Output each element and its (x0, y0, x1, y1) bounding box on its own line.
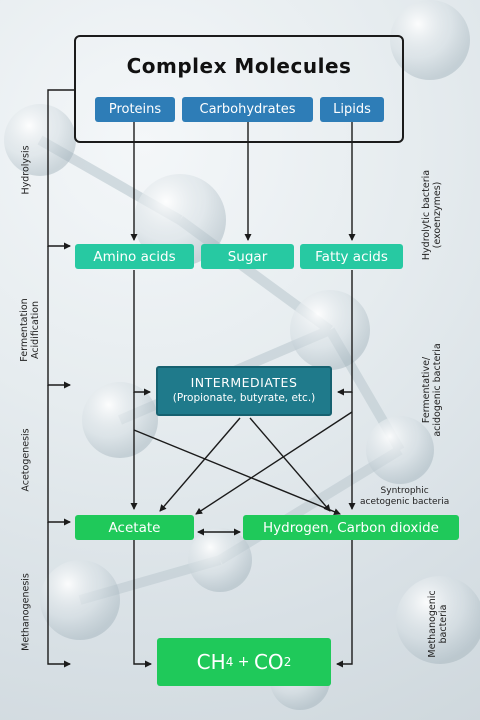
hydrolytic-line2: (exoenzymes) (432, 181, 443, 249)
fermentative-line2: acidogenic bacteria (432, 343, 443, 437)
hydrolytic-line1: Hydrolytic bacteria (421, 169, 432, 261)
sugar-box: Sugar (201, 244, 294, 269)
intermediates-box: INTERMEDIATES (Propionate, butyrate, etc… (156, 366, 332, 416)
acetate-box: Acetate (75, 515, 194, 540)
syntrophic-line1: Syntrophic (380, 486, 429, 496)
sub-4: 4 (225, 655, 234, 669)
amino-acids-box: Amino acids (75, 244, 194, 269)
label-syntrophic-bacteria: Syntrophic acetogenic bacteria (360, 486, 449, 508)
intermediates-detail: (Propionate, butyrate, etc.) (172, 392, 316, 404)
fatty-acids-box: Fatty acids (300, 244, 403, 269)
stage-hydrolysis: Hydrolysis (20, 145, 32, 195)
stage-methanogenesis: Methanogenesis (20, 573, 32, 651)
fermentative-line1: Fermentative/ (421, 356, 432, 424)
label-hydrolytic-bacteria: Hydrolytic bacteria (exoenzymes) (421, 170, 443, 260)
sub-2: 2 (283, 655, 292, 669)
methanogenic-line2: bacteria (438, 604, 449, 644)
plus-text: + (233, 654, 254, 670)
stage-fermentation: Fermentation Acidification (19, 298, 41, 361)
intermediates-title: INTERMEDIATES (190, 375, 298, 390)
stage-fermentation-line2: Acidification (30, 300, 41, 360)
label-fermentative-bacteria: Fermentative/ acidogenic bacteria (421, 343, 443, 436)
complex-molecules-frame (74, 35, 404, 143)
label-methanogenic-bacteria: Methanogenic bacteria (427, 590, 449, 657)
co-text: CO (253, 650, 284, 674)
stage-fermentation-line1: Fermentation (19, 298, 30, 362)
proteins-box: Proteins (95, 97, 175, 122)
syntrophic-line2: acetogenic bacteria (360, 497, 450, 507)
methanogenic-line1: Methanogenic (427, 590, 438, 658)
ch-text: CH (196, 650, 226, 674)
stage-acetogenesis: Acetogenesis (20, 428, 32, 492)
carbohydrates-box: Carbohydrates (182, 97, 313, 122)
lipids-box: Lipids (320, 97, 384, 122)
hydrogen-co2-box: Hydrogen, Carbon dioxide (243, 515, 459, 540)
diagram-title: Complex Molecules (126, 54, 352, 78)
